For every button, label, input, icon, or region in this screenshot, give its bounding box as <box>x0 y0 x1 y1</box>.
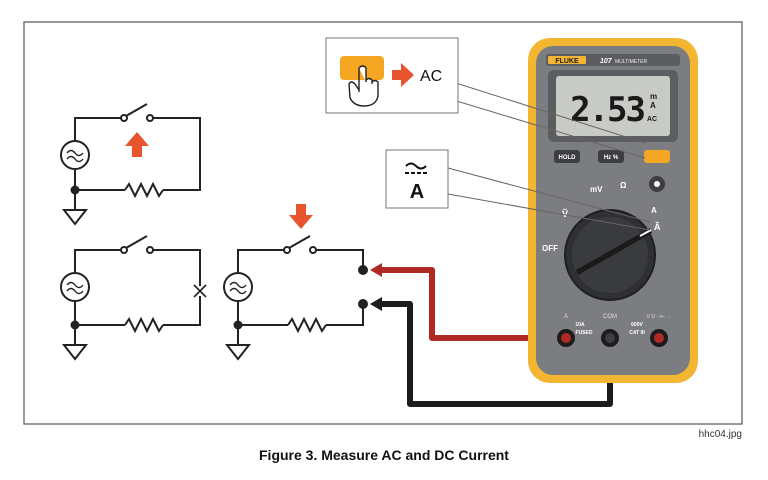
meter-model-text: MULTIMETER <box>615 59 648 65</box>
circuit-3 <box>223 235 368 361</box>
jack-a-fused: FUSED <box>576 330 593 336</box>
dial-mv: mV <box>590 185 603 194</box>
circuit-1 <box>60 103 201 226</box>
display-unit-a: A <box>650 101 656 110</box>
display-value: 2.53 <box>570 90 644 130</box>
dial-pointer <box>576 228 652 275</box>
callout-line <box>447 193 651 231</box>
resistor-icon <box>124 181 164 199</box>
pointing-hand-icon <box>348 65 379 107</box>
ground-icon <box>61 325 89 361</box>
figure-file-name: hhc04.jpg <box>698 429 742 440</box>
switch-icon <box>125 235 148 249</box>
dial-a-ac: Ã <box>654 222 661 232</box>
red-probe-tip <box>370 263 382 277</box>
circuit-2 <box>60 235 207 361</box>
switch-contact <box>146 246 154 254</box>
black-test-lead <box>378 301 613 407</box>
resistor-icon <box>124 316 164 334</box>
hold-button[interactable] <box>554 150 580 163</box>
ac-dc-button[interactable] <box>644 150 670 163</box>
multimeter: FLUKE 107 MULTIMETER 2.53 m A AC HOLD Hz… <box>528 38 698 383</box>
callout-ac-label: AC <box>420 68 442 85</box>
dial-a-dc: A <box>651 206 657 215</box>
resistor-icon <box>287 316 327 334</box>
switch-icon <box>288 235 311 249</box>
ground-icon <box>224 325 252 361</box>
display-unit-m: m <box>650 92 657 101</box>
jack-a-label: A <box>564 314 568 320</box>
probe-node <box>358 299 368 309</box>
dial-ohm: Ω <box>620 181 627 190</box>
black-probe-tip <box>370 297 382 311</box>
ac-source-icon <box>60 272 90 302</box>
switch-contact <box>120 246 128 254</box>
switch-contact <box>146 114 154 122</box>
display-screen <box>556 76 670 136</box>
jack-com-rating: 600V <box>631 322 643 328</box>
up-arrow-icon <box>125 132 149 157</box>
switch-contact <box>309 246 317 254</box>
probe-node <box>358 265 368 275</box>
switch-contact <box>120 114 128 122</box>
callout-dial: A <box>385 149 651 231</box>
down-arrow-icon <box>289 204 313 229</box>
callout-button: AC <box>325 37 646 159</box>
meter-brand: FLUKE <box>555 58 579 65</box>
switch-contact <box>283 246 291 254</box>
right-arrow-icon <box>392 63 414 87</box>
callout-line <box>447 167 651 223</box>
ac-tilde-icon <box>405 162 427 170</box>
display-unit-ac: AC <box>647 116 657 123</box>
jack-v-label: V Ω ⊣⊢ → <box>647 313 672 320</box>
break-mark <box>193 284 207 298</box>
hz-button[interactable] <box>598 150 624 163</box>
callout-line <box>439 95 646 159</box>
hold-button-label: HOLD <box>559 155 577 161</box>
ac-source-icon <box>223 272 253 302</box>
jack-com-label: COM <box>603 314 617 320</box>
ground-icon <box>61 190 89 226</box>
dial-off: OFF <box>542 244 558 253</box>
hz-button-label: Hz % <box>604 155 619 161</box>
dial-v-ac: Ṽ <box>562 209 568 219</box>
brand-logo <box>548 56 586 64</box>
red-test-lead <box>376 267 562 341</box>
callout-line <box>439 77 646 144</box>
switch-icon <box>125 103 148 117</box>
jack-a-rating: 10A <box>575 322 585 328</box>
meter-model: 107 <box>600 58 613 65</box>
callout-dial-symbol: A <box>410 181 424 203</box>
ac-source-icon <box>60 140 90 170</box>
jack-cat: CAT III <box>629 330 645 336</box>
figure-caption: Figure 3. Measure AC and DC Current <box>259 447 509 463</box>
